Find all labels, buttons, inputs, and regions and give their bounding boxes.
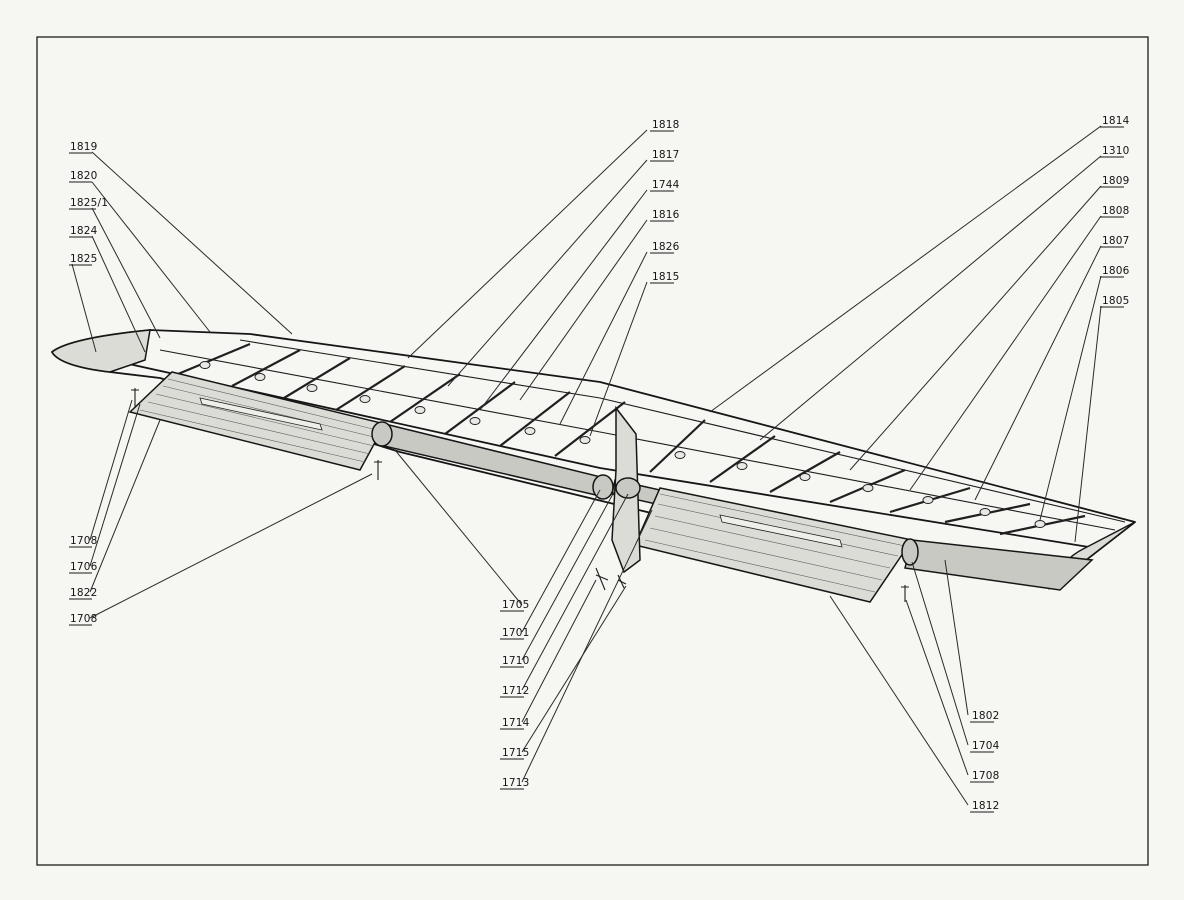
callout-label: 1802 xyxy=(972,710,1000,722)
right-aileron xyxy=(901,538,1094,591)
callout-label: 1744 xyxy=(652,179,680,191)
callout-label: 1825 xyxy=(70,253,98,265)
callout-label: 1808 xyxy=(1102,205,1130,217)
callout-label: 1807 xyxy=(1102,235,1130,247)
callout-label: 1704 xyxy=(972,740,1000,752)
callout-label: 1310 xyxy=(1102,145,1130,157)
callout-label: 1705 xyxy=(502,599,530,611)
callout-label: 1822 xyxy=(70,587,98,599)
callout-label: 1805 xyxy=(1102,295,1130,307)
left-flap xyxy=(128,371,387,471)
callout-label: 1819 xyxy=(70,141,98,153)
callout-label: 1701 xyxy=(502,627,530,639)
callout-label: 1825/1 xyxy=(70,197,108,209)
rib-lightening-holes xyxy=(199,361,1046,528)
callout-label: 1816 xyxy=(652,209,680,221)
callout-label: 1806 xyxy=(1102,265,1130,277)
central-bracket xyxy=(595,405,641,591)
callout-underlines xyxy=(69,126,1124,813)
wing-structure xyxy=(51,329,1136,603)
callout-label: 1714 xyxy=(502,717,530,729)
callout-label: 1824 xyxy=(70,225,98,237)
callout-label: 1812 xyxy=(972,800,1000,812)
callout-leaders xyxy=(71,125,1102,806)
callout-label: 1815 xyxy=(652,271,680,283)
callout-label: 1818 xyxy=(652,119,680,131)
callout-label: 1715 xyxy=(502,747,530,759)
callout-label: 1708 xyxy=(972,770,1000,782)
drawing-border xyxy=(36,36,1149,866)
callout-label: 1708 xyxy=(70,535,98,547)
callout-label: 1710 xyxy=(502,655,530,667)
callout-label: 1712 xyxy=(502,685,530,697)
callout-labels: 1819 1820 1825/1 1824 1825 1708 1706 182… xyxy=(70,115,1130,812)
callout-label: 1809 xyxy=(1102,175,1130,187)
callout-label: 1826 xyxy=(652,241,680,253)
right-flap xyxy=(633,487,914,603)
callout-label: 1713 xyxy=(502,777,530,789)
callout-label: 1817 xyxy=(652,149,680,161)
callout-label: 1706 xyxy=(70,561,98,573)
callout-label: 1708 xyxy=(70,613,98,625)
loose-bolts xyxy=(131,388,909,602)
callout-label: 1820 xyxy=(70,170,98,182)
callout-label: 1814 xyxy=(1102,115,1130,127)
